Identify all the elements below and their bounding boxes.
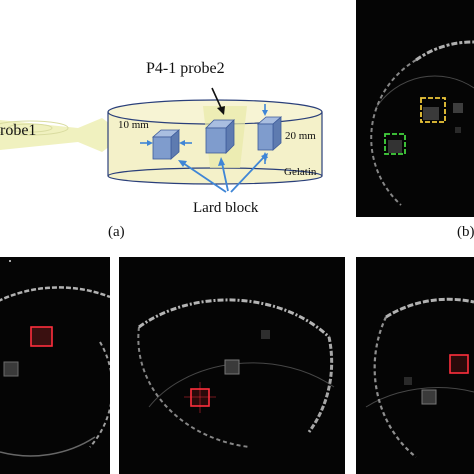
probe2-pointer-arrow <box>211 87 225 115</box>
ultrasound-image-c3 <box>356 257 474 474</box>
ultrasound-image-c1-drawing <box>0 260 110 457</box>
probe2-label: P4-1 probe2 <box>146 60 225 77</box>
ultrasound-image-c3-drawing <box>365 297 474 458</box>
schematic-diagram <box>0 87 323 193</box>
probe1-beam <box>0 118 125 152</box>
lard-block-label: Lard block <box>193 200 259 216</box>
yellow-marker-box <box>420 97 446 123</box>
red-marker-box <box>30 326 53 347</box>
lard-block-left <box>151 129 181 160</box>
lard-block-right <box>256 116 283 151</box>
green-marker-box <box>384 133 406 155</box>
lard-block-middle <box>205 119 235 154</box>
red-marker-box <box>449 354 469 374</box>
ultrasound-image-c1 <box>0 257 110 474</box>
panel-label-b: (b) <box>457 224 474 240</box>
left-block-size: 10 mm <box>118 119 149 131</box>
lard-block-arrows <box>178 153 268 193</box>
ultrasound-image-b-drawing <box>370 40 474 206</box>
ultrasound-image-c2-drawing <box>137 298 335 448</box>
gelatin-label: Gelatin <box>284 166 317 178</box>
panel-label-a: (a) <box>108 224 125 240</box>
probe1-label: robe1 <box>0 122 37 139</box>
right-block-size: 20 mm <box>285 130 316 142</box>
ultrasound-image-b <box>356 0 474 217</box>
ultrasound-image-c2 <box>119 257 345 474</box>
